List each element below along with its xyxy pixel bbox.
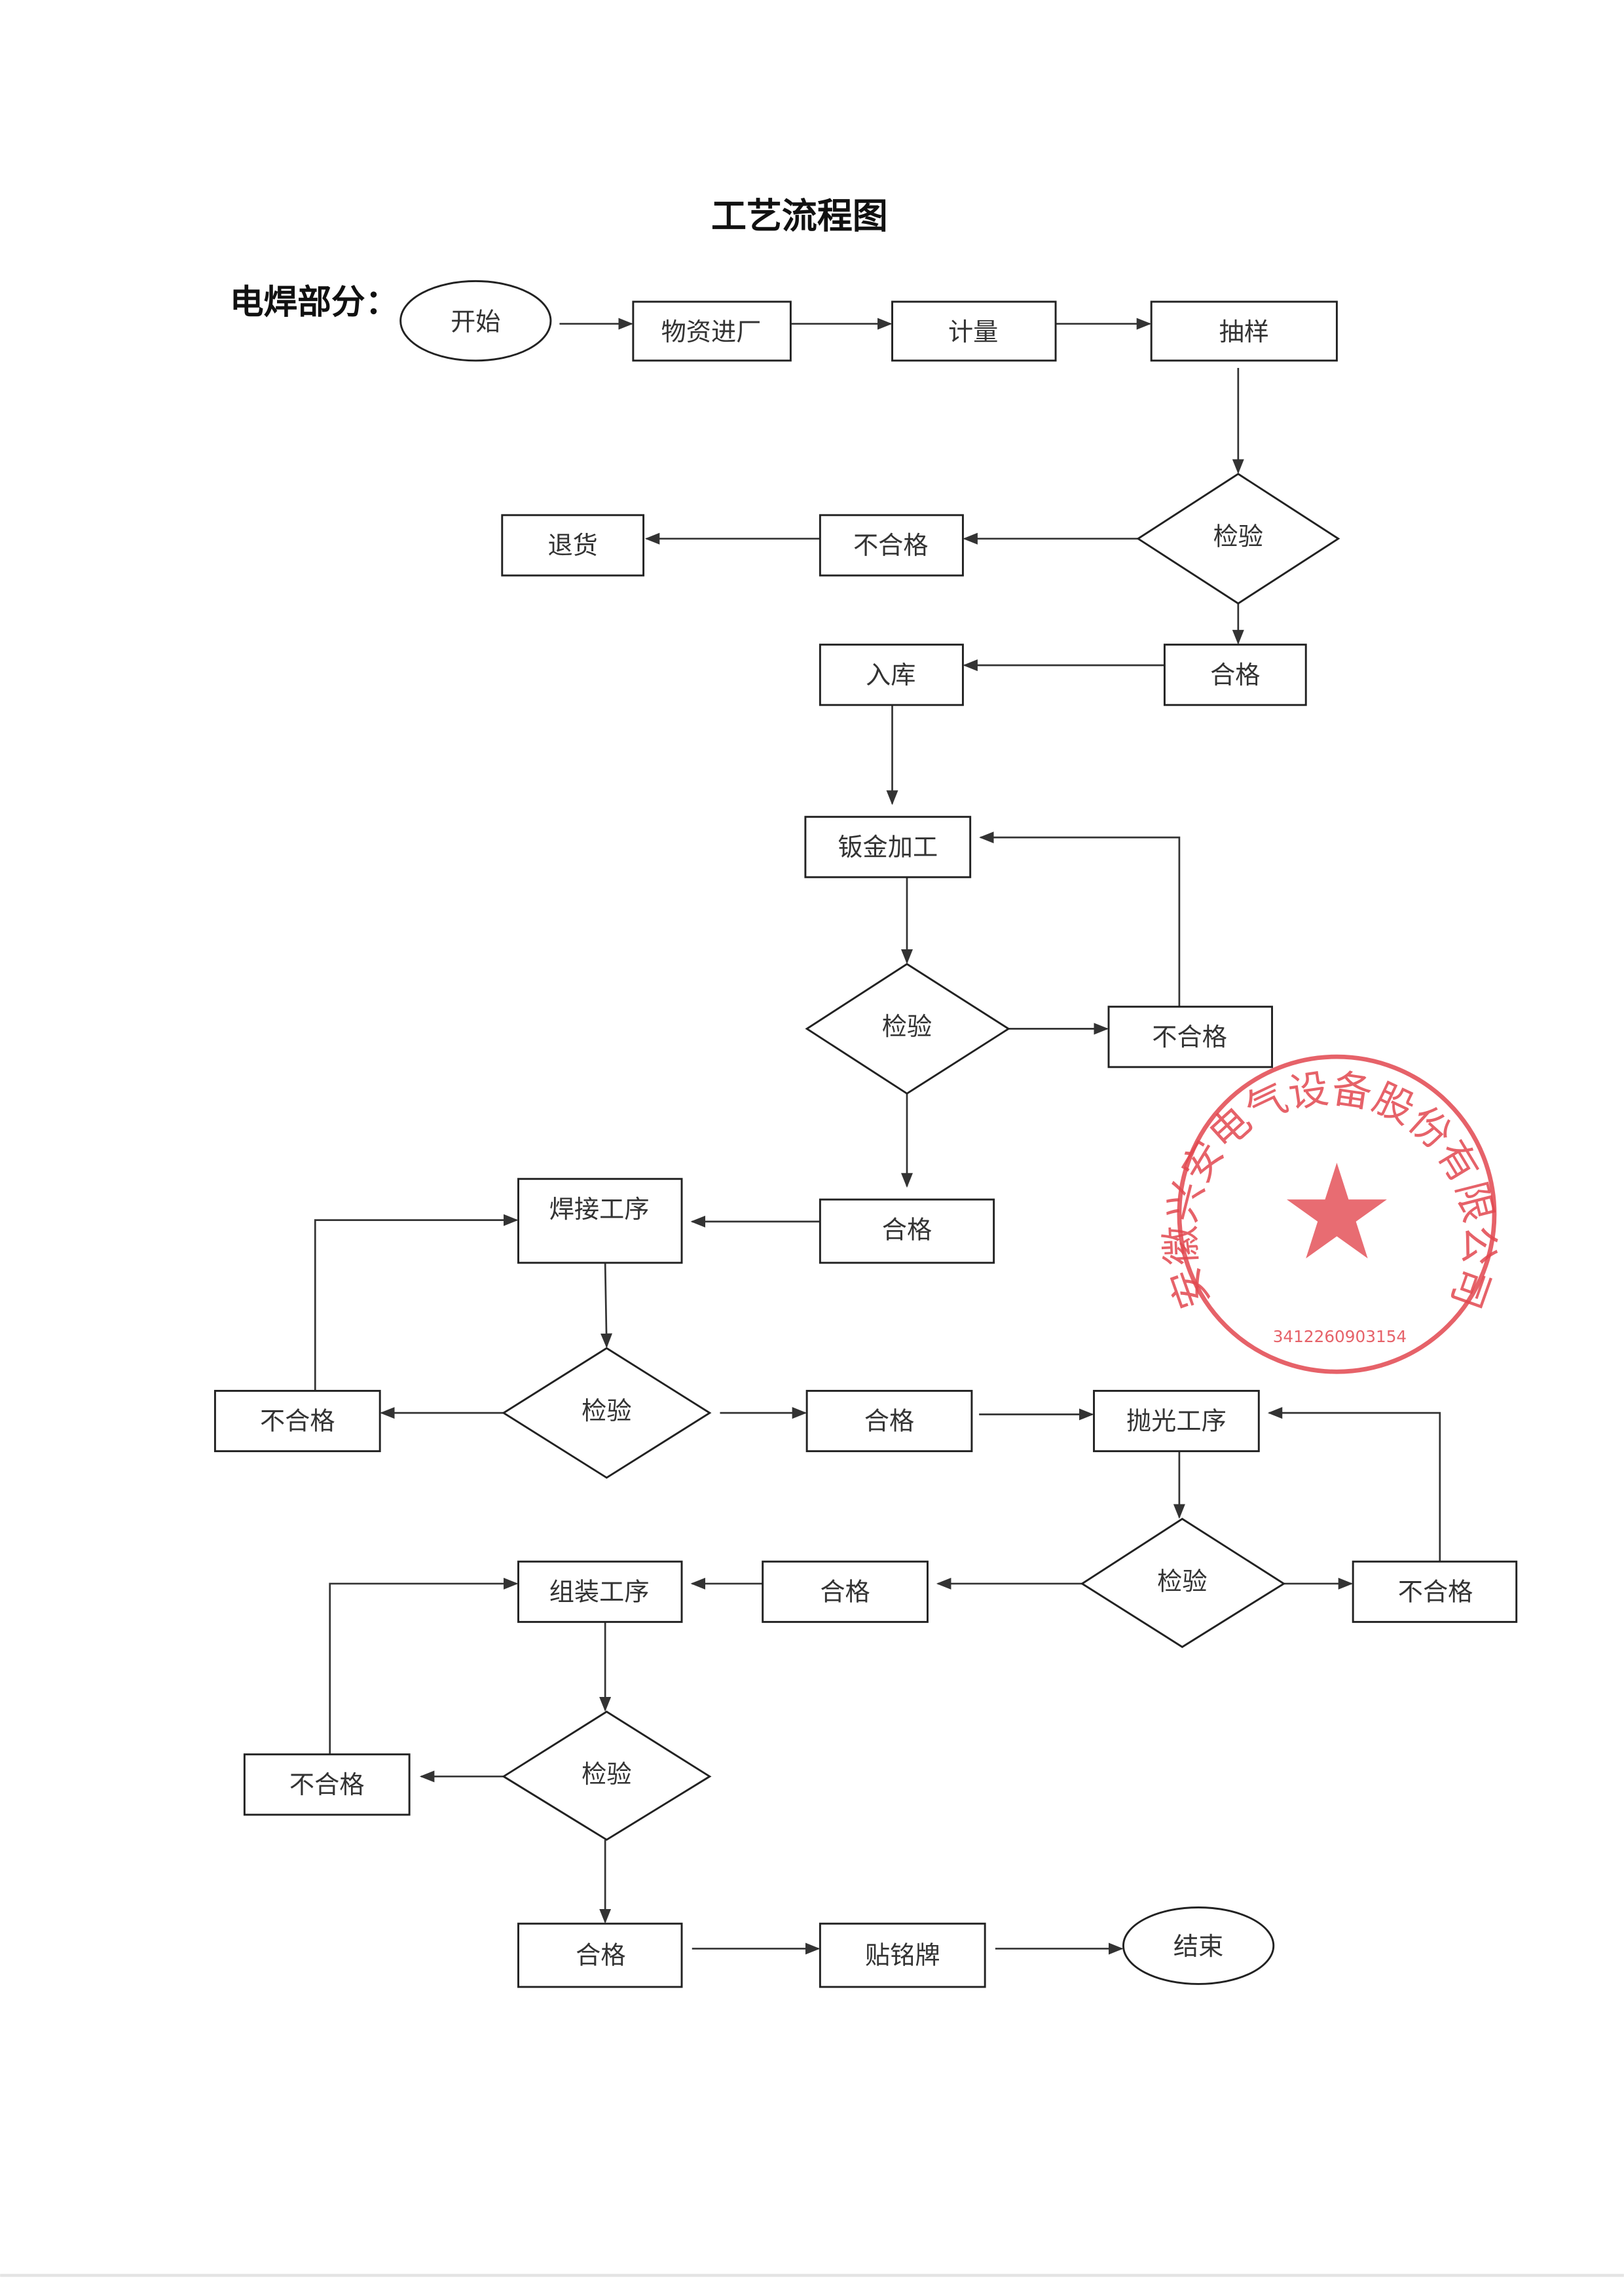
node-start: 开始 (399, 280, 552, 362)
node-inspect-3: 检验 (502, 1347, 712, 1479)
node-end: 结束 (1122, 1906, 1275, 1985)
node-inspect-5: 检验 (502, 1710, 712, 1841)
node-return: 退货 (501, 514, 645, 577)
node-pass-2: 合格 (819, 1198, 995, 1264)
node-label: 合格 (820, 1578, 870, 1607)
node-label: 检验 (1157, 1568, 1207, 1597)
node-label: 焊接工序 (549, 1195, 650, 1224)
node-pass-4: 合格 (762, 1560, 929, 1623)
node-label: 不合格 (289, 1771, 365, 1800)
node-label: 不合格 (1152, 1023, 1227, 1052)
node-label: 合格 (864, 1408, 914, 1436)
company-seal: 安徽兴安电气设备股份有限公司 3412260903154 (1158, 1054, 1502, 1374)
node-label: 开始 (451, 308, 500, 337)
node-inspect-1: 检验 (1136, 473, 1340, 605)
node-label: 检验 (581, 1760, 631, 1789)
node-sheet-metal: 钣金加工 (804, 816, 972, 879)
node-label: 抽样 (1219, 318, 1269, 347)
page-title: 工艺流程图 (711, 195, 888, 236)
node-storage: 入库 (819, 644, 964, 706)
node-label: 退货 (547, 532, 597, 560)
node-label: 不合格 (853, 532, 929, 560)
section-label: 电焊部分： (230, 283, 399, 322)
node-label: 不合格 (1398, 1578, 1473, 1607)
node-fail-4: 不合格 (1352, 1560, 1518, 1623)
node-nameplate: 贴铭牌 (819, 1922, 986, 1988)
node-pass-5: 合格 (517, 1922, 683, 1988)
node-label: 钣金加工 (838, 833, 938, 862)
node-fail-2: 不合格 (1107, 1006, 1273, 1068)
node-label: 检验 (581, 1397, 631, 1426)
node-label: 入库 (866, 661, 915, 690)
node-welding: 焊接工序 (517, 1178, 683, 1264)
node-pass-3: 合格 (805, 1389, 973, 1453)
node-measure: 计量 (891, 301, 1057, 362)
node-label: 检验 (882, 1013, 932, 1042)
node-assembly: 组装工序 (517, 1560, 683, 1623)
node-label: 抛光工序 (1126, 1408, 1227, 1436)
node-fail-5: 不合格 (243, 1753, 411, 1816)
connectors (314, 318, 1441, 1955)
seal-number: 3412260903154 (1273, 1327, 1407, 1346)
seal-star-icon (1287, 1162, 1387, 1259)
node-pass-1: 合格 (1163, 644, 1307, 706)
node-label: 不合格 (260, 1408, 335, 1436)
node-polishing: 抛光工序 (1093, 1389, 1260, 1453)
node-label: 计量 (948, 318, 998, 347)
node-label: 合格 (1210, 661, 1260, 690)
node-label: 结束 (1173, 1933, 1223, 1961)
node-sampling: 抽样 (1150, 301, 1338, 362)
node-label: 合格 (882, 1216, 932, 1245)
node-fail-1: 不合格 (819, 514, 964, 577)
node-inspect-4: 检验 (1080, 1518, 1286, 1649)
node-fail-3: 不合格 (213, 1389, 381, 1453)
node-label: 组装工序 (549, 1578, 650, 1607)
node-label: 贴铭牌 (865, 1942, 940, 1971)
node-label: 检验 (1213, 523, 1263, 552)
node-label: 合格 (576, 1942, 625, 1971)
node-label: 物资进厂 (661, 318, 762, 347)
node-inspect-2: 检验 (805, 962, 1010, 1095)
node-material-in: 物资进厂 (632, 301, 792, 362)
